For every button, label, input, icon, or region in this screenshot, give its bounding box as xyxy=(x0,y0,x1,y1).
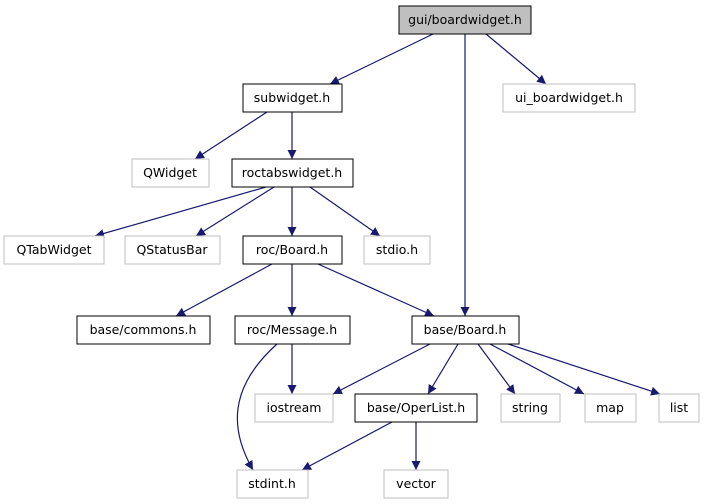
svg-text:iostream: iostream xyxy=(267,400,322,415)
svg-text:string: string xyxy=(512,400,548,415)
edges xyxy=(94,33,661,471)
node-string: string xyxy=(500,393,561,423)
svg-text:base/Board.h: base/Board.h xyxy=(424,322,507,337)
svg-text:ui_boardwidget.h: ui_boardwidget.h xyxy=(515,90,623,105)
svg-text:subwidget.h: subwidget.h xyxy=(254,90,330,105)
svg-text:stdint.h: stdint.h xyxy=(248,476,296,491)
svg-text:roc/Message.h: roc/Message.h xyxy=(247,322,337,337)
edge-base-board-to-map xyxy=(489,343,585,395)
node-list: list xyxy=(658,393,700,423)
edge-operlist-to-stdint xyxy=(301,421,393,471)
node-subwidget-h[interactable]: subwidget.h xyxy=(242,83,343,113)
edge-roctabswidget-to-qstatusbar xyxy=(195,186,275,237)
edge-base-board-to-list xyxy=(507,343,661,396)
edge-roctabswidget-to-qtabwidget xyxy=(94,186,267,238)
svg-text:roc/Board.h: roc/Board.h xyxy=(256,242,328,257)
edge-roc-board-to-base-commons xyxy=(175,263,273,317)
svg-text:vector: vector xyxy=(396,476,437,491)
node-vector: vector xyxy=(383,469,449,499)
node-qtabwidget: QTabWidget xyxy=(3,235,105,265)
svg-text:base/OperList.h: base/OperList.h xyxy=(367,400,465,415)
node-base-board-h[interactable]: base/Board.h xyxy=(411,315,520,345)
edge-base-board-to-string xyxy=(477,343,516,395)
node-base-commons-h[interactable]: base/commons.h xyxy=(76,315,211,345)
node-ui-boardwidget-h: ui_boardwidget.h xyxy=(502,83,636,113)
edge-roc-message-to-stdint xyxy=(236,343,278,471)
svg-text:QTabWidget: QTabWidget xyxy=(16,242,91,257)
edge-roctabswidget-to-stdio xyxy=(309,186,381,237)
node-iostream: iostream xyxy=(254,393,334,423)
svg-text:gui/boardwidget.h: gui/boardwidget.h xyxy=(408,12,522,27)
svg-text:QStatusBar: QStatusBar xyxy=(136,242,208,257)
edge-roc-board-to-base-board xyxy=(317,263,435,317)
node-roc-board-h[interactable]: roc/Board.h xyxy=(242,235,343,265)
edge-base-board-to-operlist xyxy=(427,343,459,395)
node-gui-boardwidget-h[interactable]: gui/boardwidget.h xyxy=(398,5,532,35)
node-qwidget: QWidget xyxy=(131,158,210,188)
node-stdint-h: stdint.h xyxy=(236,469,309,499)
node-qstatusbar: QStatusBar xyxy=(124,235,221,265)
svg-text:list: list xyxy=(670,400,688,415)
node-roc-message-h[interactable]: roc/Message.h xyxy=(234,315,351,345)
svg-text:map: map xyxy=(596,400,624,415)
nodes: gui/boardwidget.h subwidget.h ui_boardwi… xyxy=(3,5,700,499)
node-base-operlist-h[interactable]: base/OperList.h xyxy=(354,393,478,423)
edge-subwidget-to-qwidget xyxy=(194,111,268,160)
svg-text:stdio.h: stdio.h xyxy=(376,242,418,257)
edge-base-board-to-iostream xyxy=(332,343,431,395)
edge-boardwidget-to-ui-boardwidget xyxy=(485,33,547,85)
svg-text:base/commons.h: base/commons.h xyxy=(90,322,197,337)
node-stdio-h: stdio.h xyxy=(363,235,431,265)
svg-text:QWidget: QWidget xyxy=(143,165,197,180)
svg-text:roctabswidget.h: roctabswidget.h xyxy=(242,165,342,180)
edge-boardwidget-to-subwidget xyxy=(329,33,434,85)
node-roctabswidget-h[interactable]: roctabswidget.h xyxy=(231,158,354,188)
node-map: map xyxy=(584,393,637,423)
